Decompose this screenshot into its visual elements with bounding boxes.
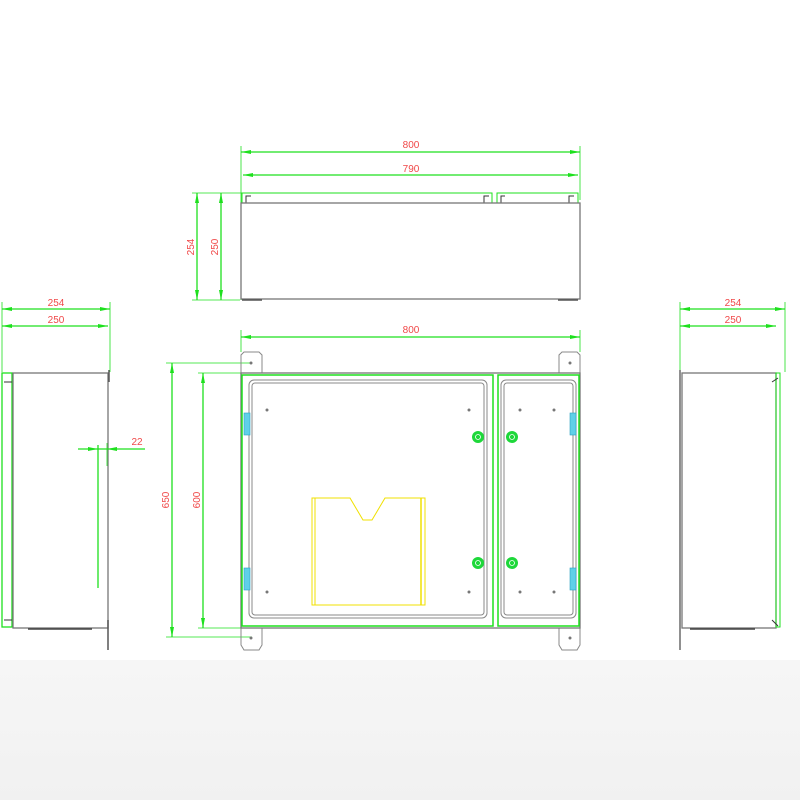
right-side-view: 254 250	[679, 298, 786, 650]
dim-label-left-depth-outer: 254	[48, 298, 65, 309]
hinges	[243, 412, 577, 591]
lock-icon	[506, 431, 518, 443]
dim-label-top-width-inner: 790	[403, 164, 420, 175]
top-view: 800 790 254 250	[186, 140, 581, 301]
dim-label-right-depth-inner: 250	[725, 315, 742, 326]
dim-label-right-depth-outer: 254	[725, 298, 742, 309]
dim-label-front-height-outer: 650	[161, 491, 172, 508]
dim-label-front-height-inner: 600	[192, 491, 203, 508]
door-handles	[472, 431, 518, 569]
dim-label-top-width-outer: 800	[403, 140, 420, 151]
lock-icon	[506, 557, 518, 569]
lock-icon	[472, 557, 484, 569]
dim-label-left-depth-inner: 250	[48, 315, 65, 326]
dim-label-front-width: 800	[403, 325, 420, 336]
front-view: 800 650 600	[161, 325, 581, 651]
floor-background	[0, 660, 800, 800]
left-side-view: 254 250 22	[1, 298, 145, 650]
lock-icon	[472, 431, 484, 443]
mounting-brackets	[240, 351, 581, 651]
document-pocket	[311, 497, 426, 606]
left-door	[241, 374, 494, 627]
right-door	[497, 374, 580, 627]
dim-label-left-offset: 22	[131, 437, 143, 448]
dim-label-top-depth-outer: 254	[186, 238, 197, 255]
dim-label-top-depth-inner: 250	[210, 238, 221, 255]
